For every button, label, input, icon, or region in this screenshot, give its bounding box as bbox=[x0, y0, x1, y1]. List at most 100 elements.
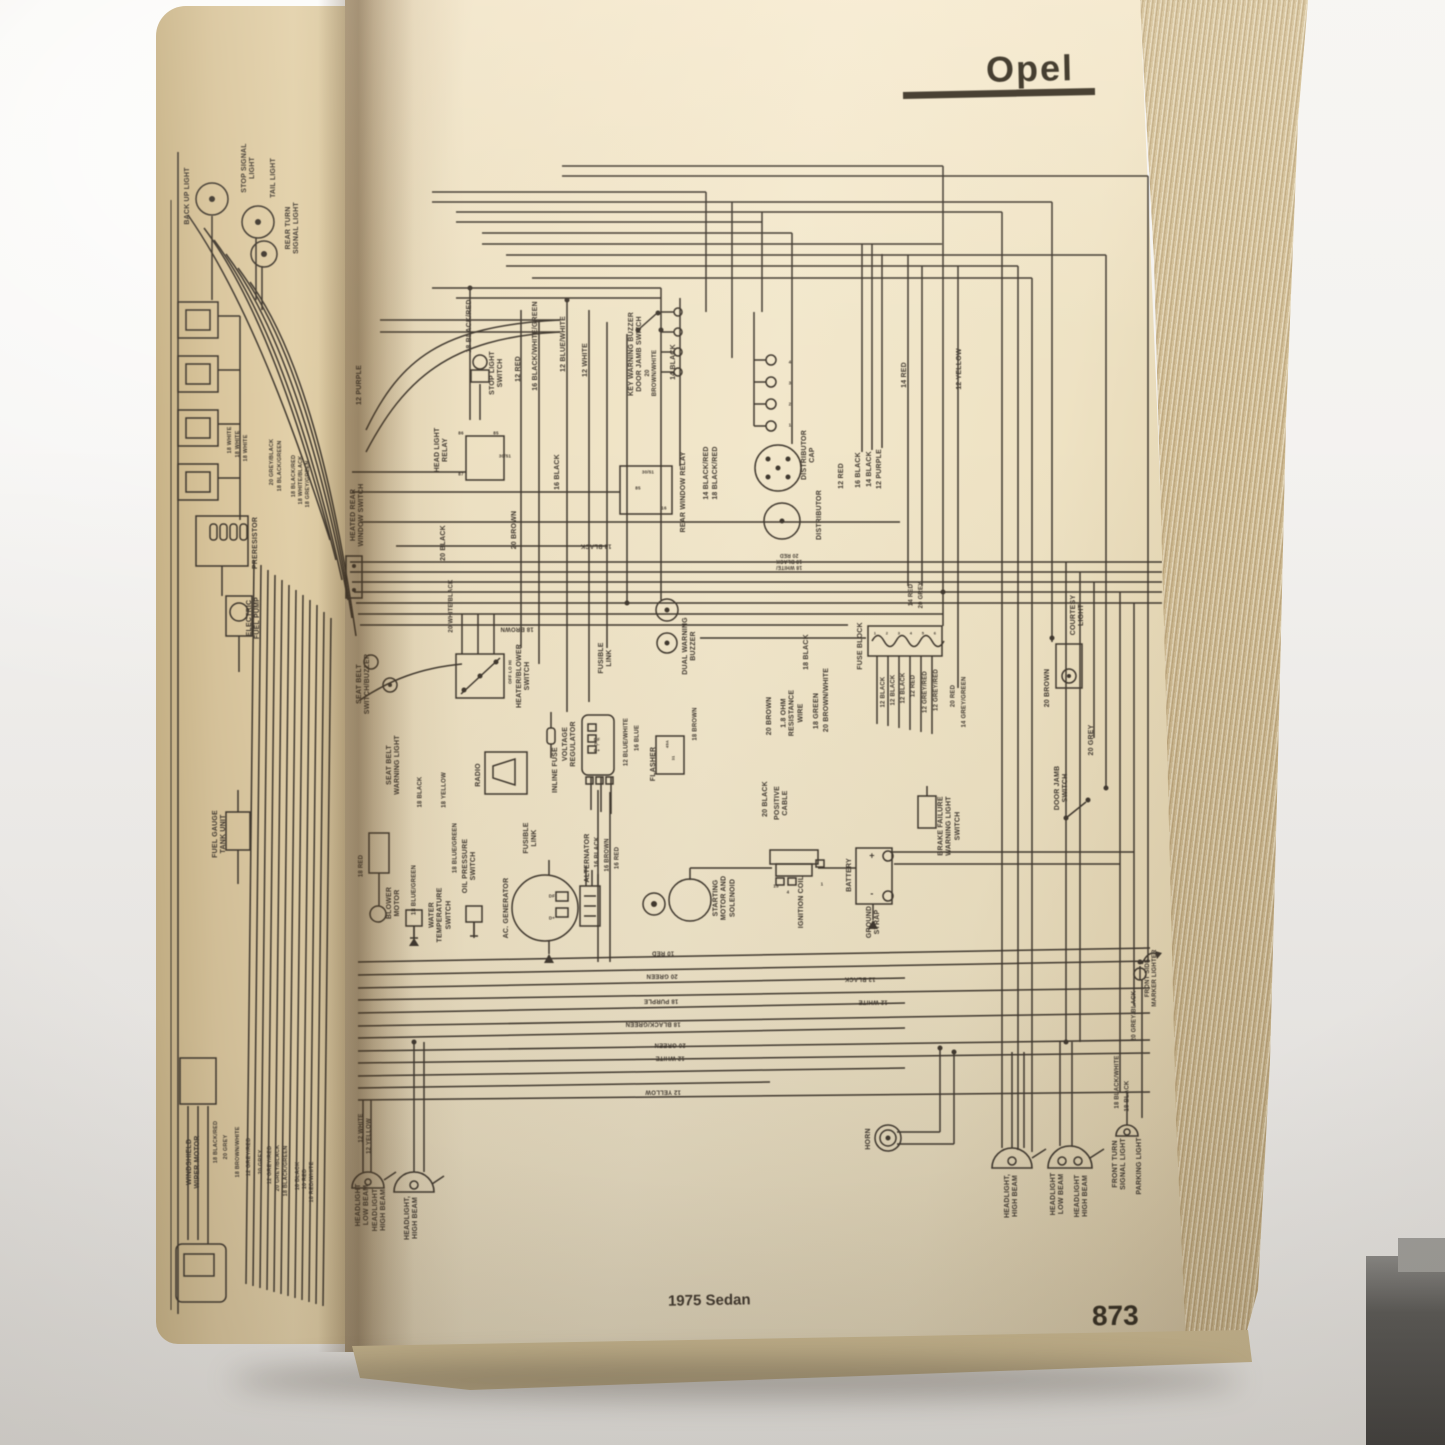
headlight-low-beam-label: HEADLIGHT LOW BEAM bbox=[1049, 1172, 1065, 1216]
junction-dot bbox=[779, 518, 785, 524]
front-side-marker-symbol bbox=[1133, 967, 1147, 981]
junction-dot bbox=[664, 640, 670, 646]
symbol bbox=[409, 1180, 419, 1190]
wire-label: 30/51 bbox=[641, 469, 655, 475]
symbol bbox=[587, 734, 597, 743]
wire-label: 20 GREY/BLACK bbox=[274, 1144, 281, 1192]
radio-symbol bbox=[484, 751, 528, 795]
junction-dot bbox=[411, 1039, 417, 1045]
connector-pin bbox=[673, 347, 683, 357]
alternator-connector-symbol bbox=[579, 885, 601, 927]
junction-dot bbox=[477, 673, 483, 679]
wire bbox=[322, 617, 332, 1307]
distributor-cap-label: DISTRIBUTOR CAP bbox=[800, 430, 816, 480]
dark-object-bottom-right bbox=[1366, 1256, 1445, 1445]
connector-pin bbox=[673, 307, 683, 317]
symbol bbox=[239, 523, 248, 541]
wire-label: 14 BLACK/RED bbox=[702, 446, 710, 500]
tail-light-symbol bbox=[241, 205, 275, 239]
wire-label: 16 RED bbox=[614, 846, 621, 870]
voltage-regulator-symbol bbox=[581, 714, 615, 776]
junction-dot bbox=[261, 251, 267, 257]
junction-dot bbox=[651, 901, 657, 907]
gray-tab-bottom-right bbox=[1398, 1238, 1445, 1272]
wire-label: 18 BLACK/GREEN bbox=[625, 1020, 681, 1027]
symbol bbox=[605, 776, 614, 785]
junction-dot bbox=[1063, 1039, 1069, 1045]
symbol bbox=[1061, 668, 1077, 684]
wire-label: OFF LO HI bbox=[507, 659, 513, 685]
wire-label: 12 RED bbox=[910, 674, 917, 698]
wire-label: 12 WHITE bbox=[655, 1054, 685, 1061]
wire-label: 18 BLACK/GREEN bbox=[282, 1145, 289, 1197]
distributor-cap-symbol bbox=[754, 444, 802, 492]
wire-label: 12 GREY/RED bbox=[266, 1145, 273, 1185]
symbol bbox=[185, 471, 211, 493]
wire-label: 15 bbox=[773, 883, 779, 889]
dual-warning-buzzer-label: DUAL WARNING BUZZER bbox=[681, 617, 697, 675]
junction-dot bbox=[664, 607, 670, 613]
wire-label: 18 BLACK/GREEN bbox=[276, 440, 283, 492]
key-warning-buzzer-label: KEY WARNING BUZZER DOOR JAMB SWITCH bbox=[627, 312, 643, 396]
distributor-symbol bbox=[763, 502, 801, 540]
wire-label: 12 YELLOW bbox=[955, 348, 963, 390]
book-drop-shadow bbox=[230, 1360, 1240, 1400]
wire-label: 20 GREY bbox=[257, 1149, 264, 1175]
back-up-light-symbol bbox=[195, 182, 229, 216]
wire-label: 12 RED bbox=[837, 463, 845, 489]
wire-curve bbox=[237, 267, 353, 619]
front-turn-signal-symbol bbox=[1115, 1124, 1139, 1137]
wire-label: 18 BROWN bbox=[692, 707, 699, 741]
wire-label: 20 BROWN bbox=[765, 696, 773, 736]
wire-label: 18 BROWN/WHITE bbox=[234, 1126, 241, 1178]
headlight-high-beam-label: HEADLIGHT HIGH BEAM bbox=[1073, 1174, 1089, 1218]
wire-label: 12 PURPLE bbox=[875, 449, 883, 489]
wire-label: 4 bbox=[788, 359, 792, 365]
wire-curve bbox=[213, 239, 343, 581]
symbol bbox=[229, 602, 249, 622]
junction-dot bbox=[635, 327, 641, 333]
wire bbox=[357, 947, 1151, 963]
heater-blower-switch-label: HEATER/BLOWER SWITCH bbox=[515, 644, 531, 708]
symbol bbox=[555, 907, 569, 918]
junction-dot bbox=[352, 564, 356, 568]
headlight-high-beam-label: HEADLIGHT, HIGH BEAM bbox=[1003, 1174, 1019, 1218]
wire-curve bbox=[470, 922, 478, 937]
symbol bbox=[787, 877, 797, 886]
wire bbox=[280, 584, 290, 1295]
distributor-label: DISTRIBUTOR bbox=[815, 490, 823, 540]
book-gutter-shadow bbox=[318, 0, 414, 1352]
wire bbox=[273, 579, 283, 1293]
wire-label: 18 YELLOW bbox=[441, 772, 448, 808]
wire-curve bbox=[187, 214, 331, 541]
wire-label: 85 bbox=[493, 430, 499, 436]
ground-strap-label: GROUND STRAP bbox=[865, 905, 881, 939]
inline-fuse-label: INLINE FUSE bbox=[551, 747, 559, 793]
wire-label: 20 RED bbox=[950, 684, 957, 708]
wire-label: 18 BLACK bbox=[294, 1161, 301, 1191]
wire bbox=[357, 977, 906, 989]
wire-label: 18 WHITE/BLACK bbox=[297, 455, 304, 505]
wire-label: 14 BLACK bbox=[865, 451, 873, 487]
wire-label: 18 BLACK/RED bbox=[290, 454, 297, 498]
heater-blower-switch-symbol bbox=[455, 653, 505, 699]
ground-arrow bbox=[409, 938, 419, 946]
fuel-gauge-tank-unit-symbol bbox=[225, 811, 251, 851]
preresistor-label: PRERESISTOR bbox=[251, 516, 259, 570]
wire-curve bbox=[1031, 1148, 1047, 1159]
wire-label: 16 BLACK bbox=[553, 454, 561, 490]
wire-label: + bbox=[869, 850, 875, 861]
door-jamb-switch-label: DOOR JAMB SWITCH bbox=[1053, 765, 1069, 811]
wire bbox=[357, 960, 1151, 976]
wire-label: 16 BLUE bbox=[634, 724, 641, 752]
wire-label: 4 bbox=[786, 889, 790, 895]
spark-plug-symbol bbox=[765, 354, 777, 366]
wire-label: 20 GREEN bbox=[654, 1041, 686, 1048]
wire-curve bbox=[203, 227, 337, 561]
wire-label: D+ bbox=[548, 915, 556, 921]
oil-pressure-switch-label: OIL PRESSURE SWITCH bbox=[461, 838, 477, 894]
junction-dot bbox=[461, 687, 467, 693]
junction-dot bbox=[785, 456, 791, 462]
wire-curve bbox=[359, 663, 463, 701]
electric-fuel-pump-symbol bbox=[225, 595, 253, 637]
